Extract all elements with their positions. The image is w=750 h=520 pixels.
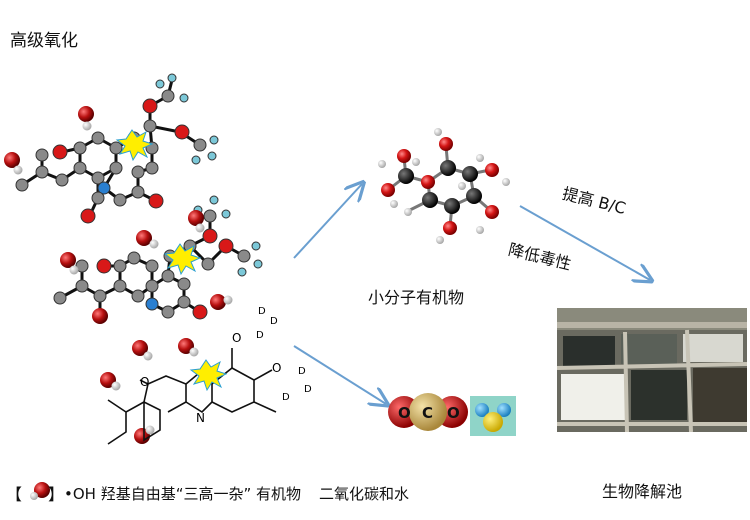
co2-model: O C O (388, 393, 468, 431)
hydroxyl-radicals (4, 106, 233, 444)
small-molecule-atoms (378, 128, 510, 244)
legend: 【 】 •OH 羟基自由基 “三高一杂” 有机物 二氧化碳和水 (6, 481, 409, 505)
ring-n-label: N (196, 411, 205, 425)
attack-flash-icon-3 (189, 359, 228, 392)
radical-legend-icon (30, 482, 50, 500)
ether-o-1: O (232, 331, 241, 345)
bio-tank-label: 生物降解池 (602, 482, 683, 501)
small-molecule-label: 小分子有机物 (368, 288, 465, 307)
arrow-to-bio-tank (519, 205, 650, 280)
molecule-2-atoms (53, 195, 263, 324)
ether-o-2: O (272, 361, 281, 375)
bio-tank-photo (557, 308, 747, 432)
legend-products-label: 二氧化碳和水 (319, 484, 410, 503)
legend-open-bracket: 【 (6, 485, 23, 504)
svg-text:D: D (256, 330, 264, 341)
legend-radical-label: •OH 羟基自由基 (64, 484, 176, 503)
co2-o-right: O (447, 404, 460, 422)
arrow-to-small-molecule (293, 184, 362, 259)
svg-text:D: D (270, 316, 278, 327)
molecule-1-atoms (15, 73, 219, 224)
arrow-to-co2-water (293, 345, 386, 404)
legend-organics-label: “三高一杂” 有机物 (175, 484, 302, 503)
co2-o-left: O (398, 404, 411, 422)
svg-text:D: D (298, 366, 306, 377)
co2-c: C (422, 404, 433, 422)
water-model (470, 396, 516, 436)
svg-text:D: D (282, 392, 290, 403)
attack-flash-icon-2 (163, 243, 202, 276)
diagram-title: 高级氧化 (10, 31, 78, 51)
cd3-groups: DDD DDD (256, 306, 312, 403)
skeletal-formula (107, 348, 277, 445)
ketone-o-label: O (140, 375, 149, 389)
svg-text:D: D (258, 306, 266, 317)
svg-text:D: D (304, 384, 312, 395)
legend-close-bracket: 】 (48, 485, 65, 504)
attack-flash-icon (115, 129, 154, 162)
